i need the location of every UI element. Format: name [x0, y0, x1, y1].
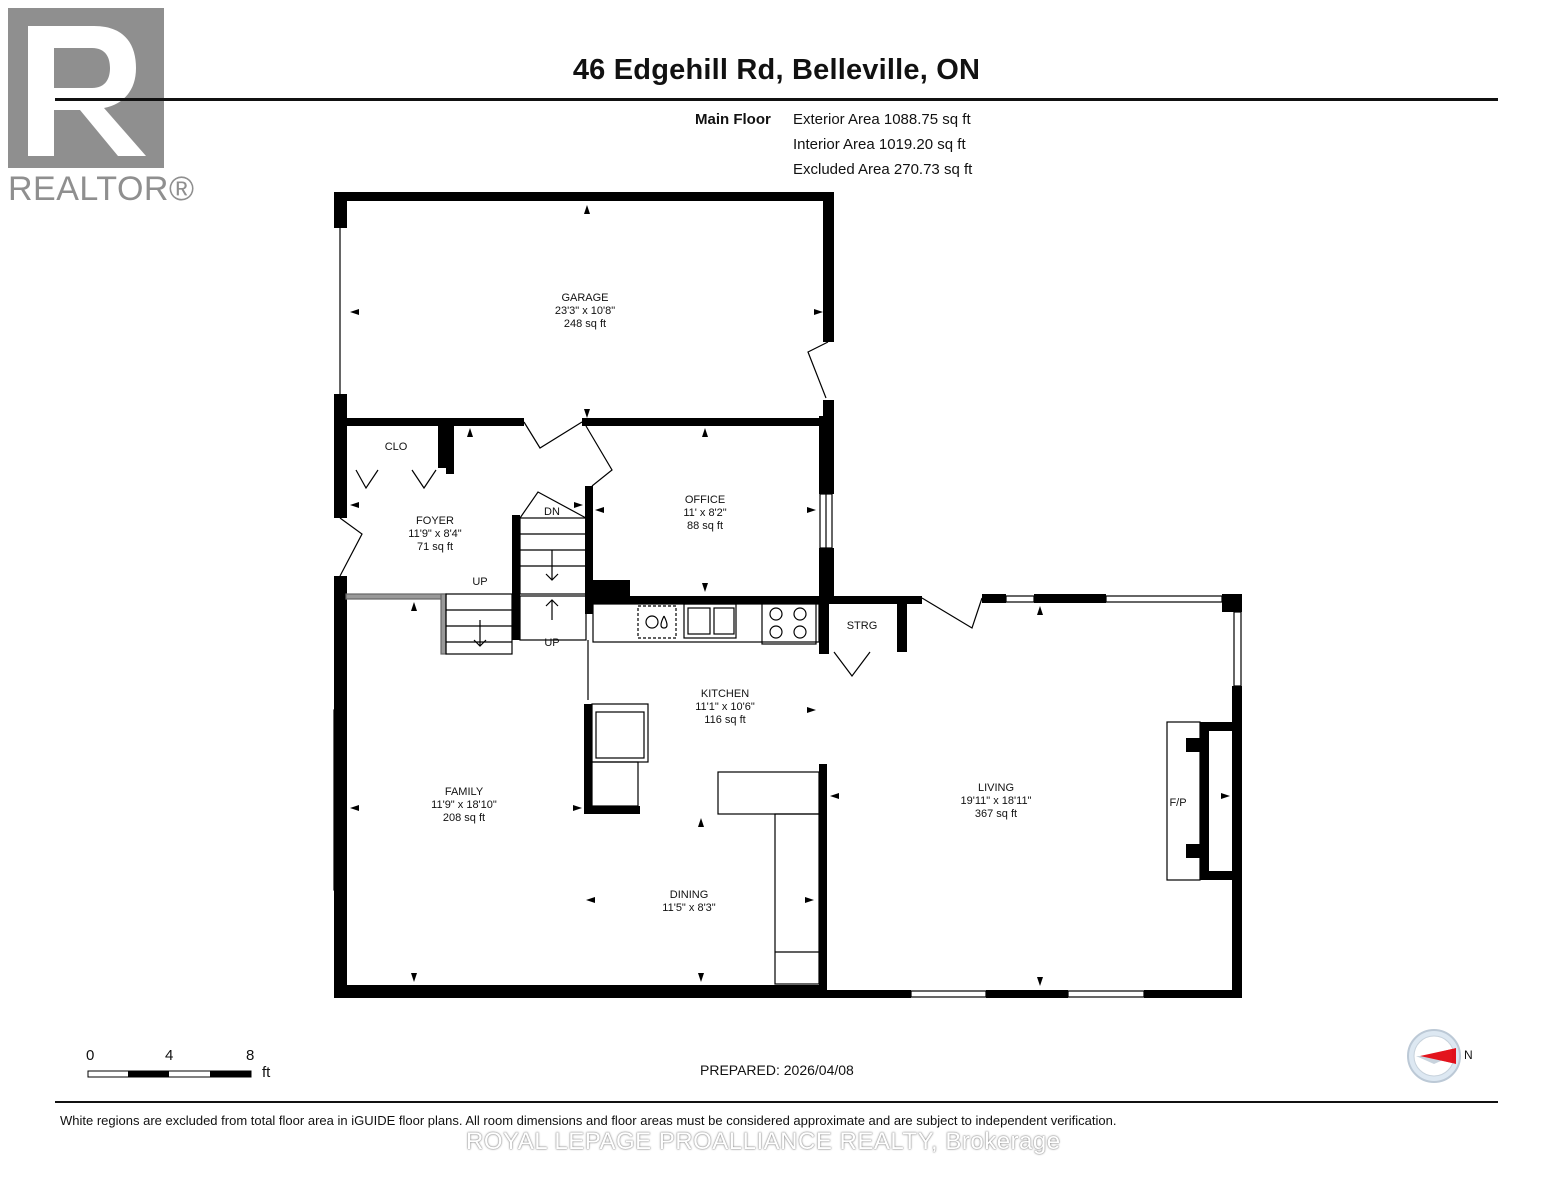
realtor-logo-text: REALTOR®	[8, 170, 195, 208]
room-dims-kitchen: 11'1" x 10'6"	[695, 701, 755, 713]
room-area-living: 367 sq ft	[975, 808, 1017, 820]
compass-north-label: N	[1464, 1048, 1473, 1062]
interior-area: Interior Area 1019.20 sq ft	[793, 136, 966, 153]
room-dims-office: 11' x 8'2"	[683, 507, 726, 519]
room-dims-family: 11'9" x 18'10"	[431, 799, 497, 811]
compass-icon	[1407, 1029, 1461, 1083]
room-area-foyer: 71 sq ft	[417, 541, 453, 553]
footer-divider	[55, 1101, 1498, 1103]
scale-tick-8: 8	[246, 1047, 255, 1064]
room-dims-garage: 23'3" x 10'8"	[555, 305, 615, 317]
room-dims-foyer: 11'9" x 8'4"	[408, 528, 461, 540]
stairs-up-kitchen-label: UP	[544, 637, 559, 649]
scale-unit: ft	[262, 1064, 271, 1081]
stairs-down-label: DN	[544, 506, 560, 518]
disclaimer: White regions are excluded from total fl…	[60, 1113, 1117, 1128]
closet-label: CLO	[385, 441, 408, 453]
fireplace-label: F/P	[1169, 797, 1186, 809]
room-name-dining: DINING	[670, 889, 709, 901]
room-name-office: OFFICE	[685, 494, 725, 506]
walls	[334, 192, 1242, 998]
room-area-office: 88 sq ft	[687, 520, 723, 532]
room-name-living: LIVING	[978, 782, 1014, 794]
dimension-markers	[350, 205, 1230, 986]
windows-doors	[333, 228, 1242, 998]
floor-label: Main Floor	[695, 111, 771, 128]
room-dims-dining: 11'5" x 8'3"	[662, 902, 715, 914]
realtor-logo	[8, 8, 164, 168]
room-name-kitchen: KITCHEN	[701, 688, 749, 700]
room-dims-living: 19'11" x 18'11"	[961, 795, 1032, 807]
page-title: 46 Edgehill Rd, Belleville, ON	[572, 54, 981, 86]
room-area-kitchen: 116 sq ft	[704, 714, 745, 726]
scale-bar	[87, 1070, 252, 1078]
room-area-garage: 248 sq ft	[564, 318, 606, 330]
brokerage-watermark: ROYAL LEPAGE PROALLIANCE REALTY, Brokera…	[466, 1128, 1061, 1155]
scale-tick-0: 0	[86, 1047, 95, 1064]
room-name-foyer: FOYER	[416, 515, 454, 527]
room-name-family: FAMILY	[445, 786, 484, 798]
room-name-garage: GARAGE	[561, 292, 608, 304]
prepared-date: PREPARED: 2026/04/08	[700, 1062, 854, 1078]
exterior-area: Exterior Area 1088.75 sq ft	[793, 111, 971, 128]
header-divider	[55, 98, 1498, 101]
excluded-area: Excluded Area 270.73 sq ft	[793, 161, 973, 178]
stairs-up-foyer-label: UP	[472, 576, 487, 588]
scale-tick-4: 4	[165, 1047, 174, 1064]
room-area-family: 208 sq ft	[443, 812, 485, 824]
storage-label: STRG	[847, 620, 878, 632]
